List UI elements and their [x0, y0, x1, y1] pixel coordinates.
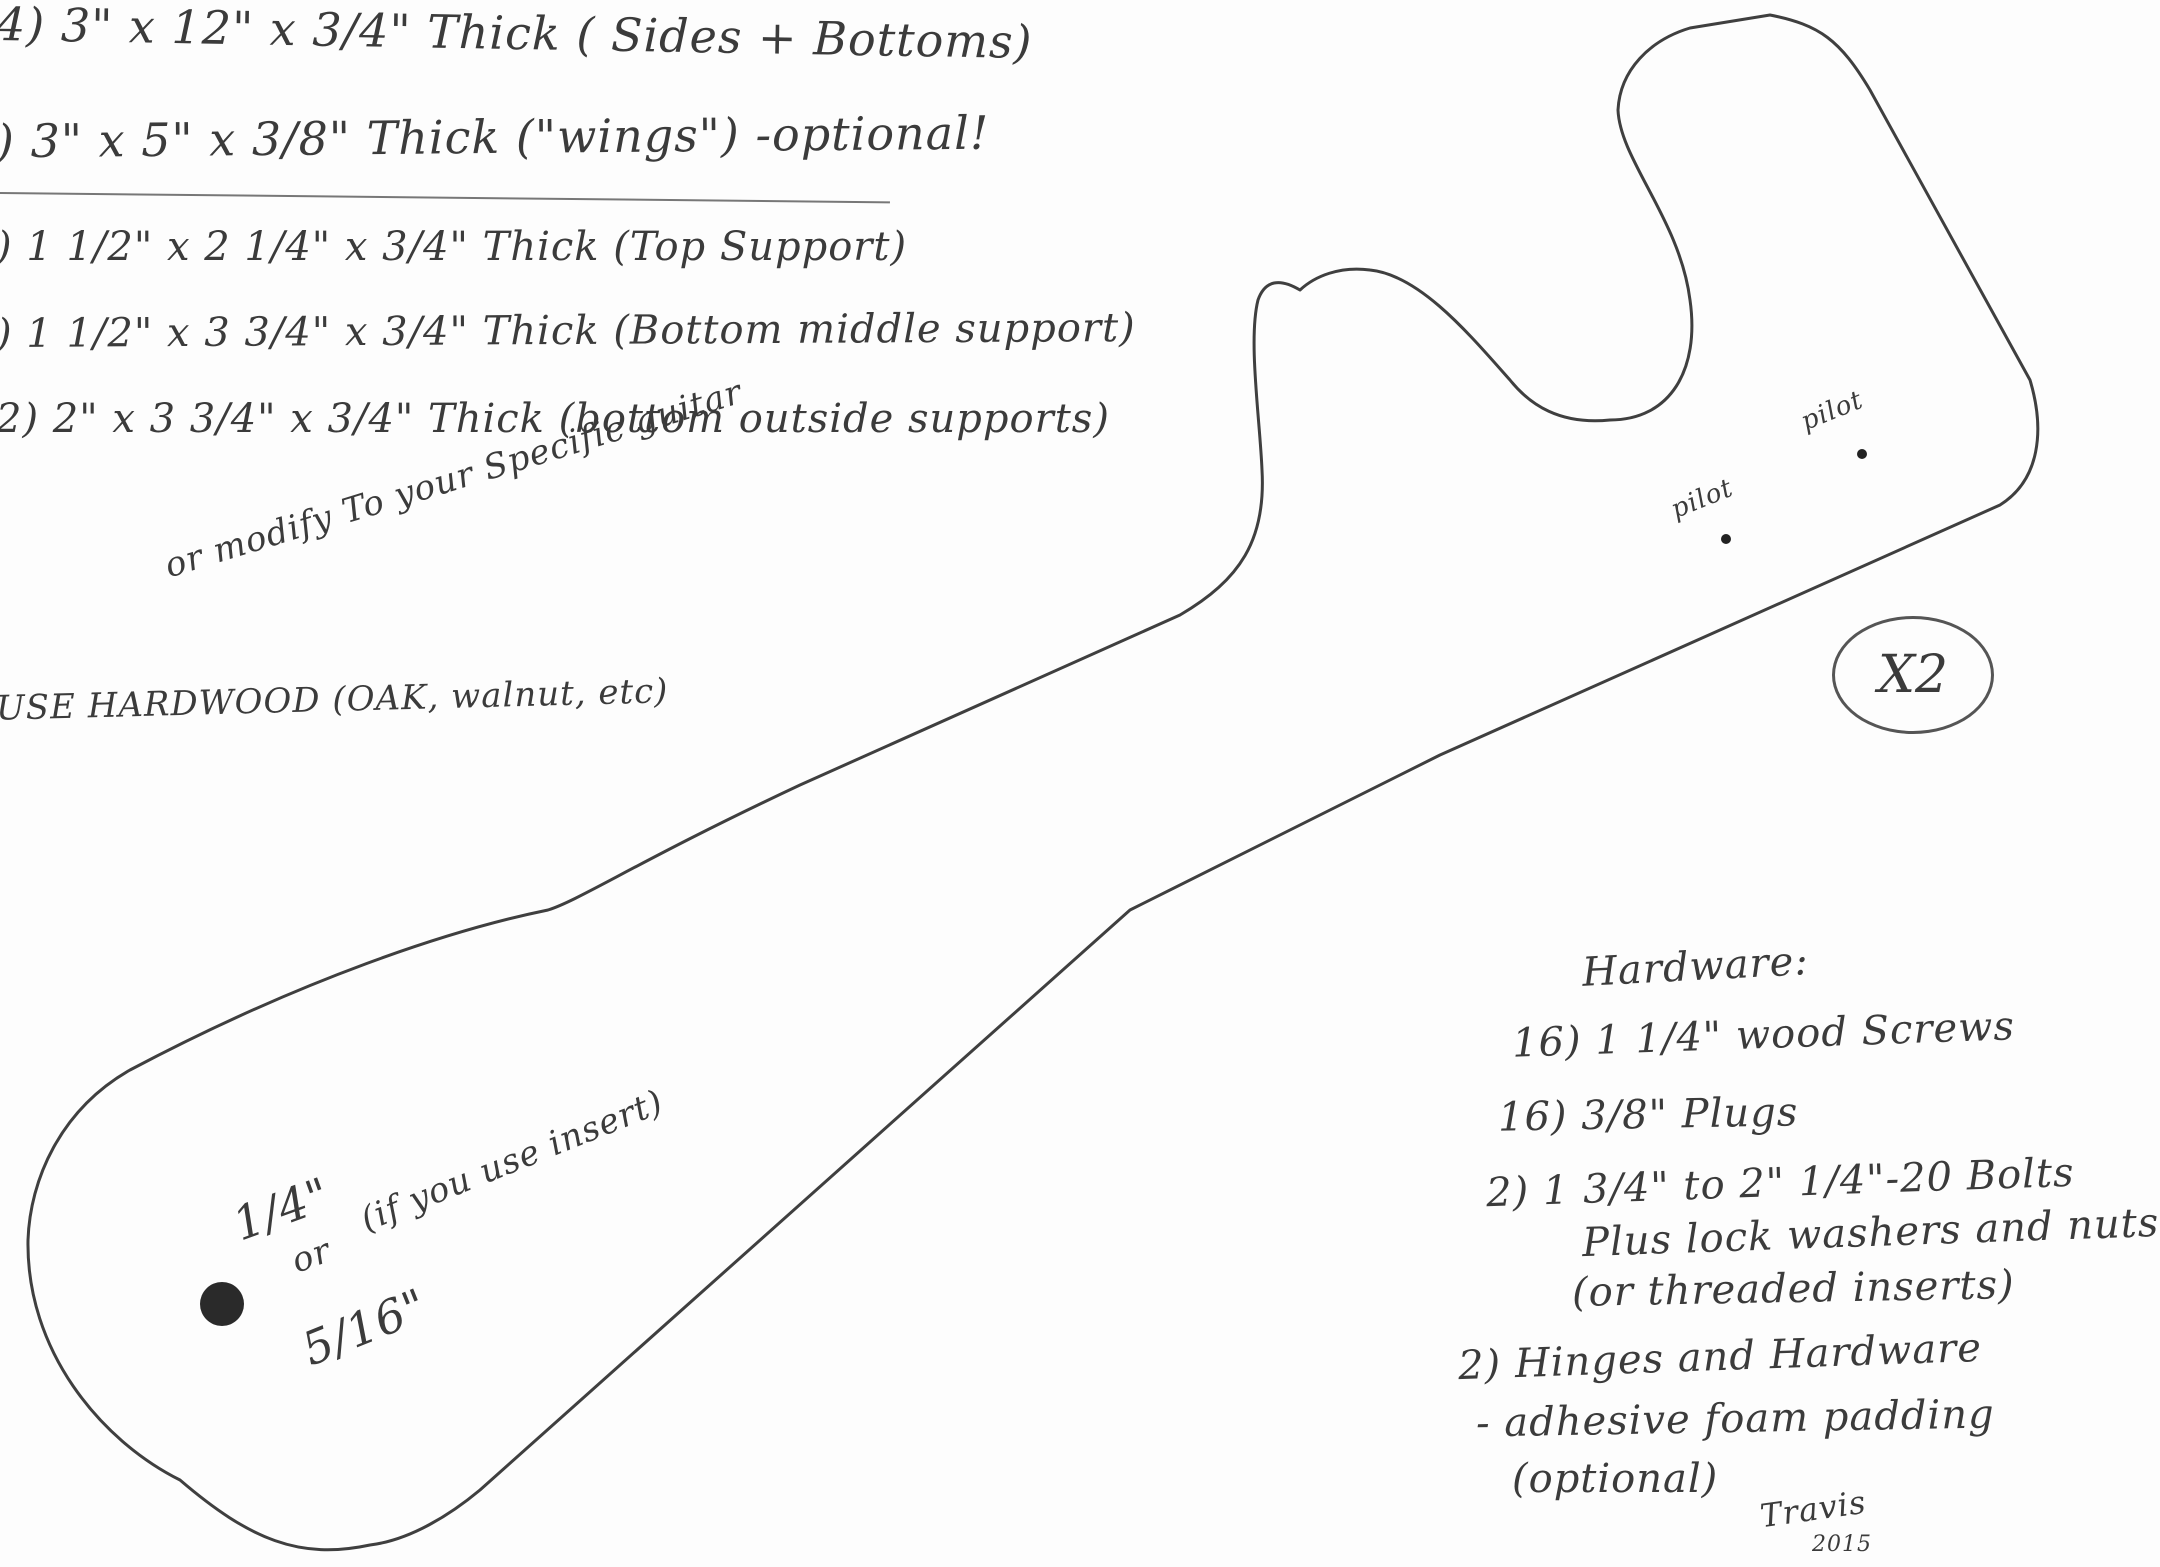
pilot-hole-1	[1721, 534, 1731, 544]
hardware-item-8: (optional)	[1512, 1456, 1719, 1502]
bolt-hole	[200, 1282, 244, 1326]
quantity-badge: X2	[1832, 616, 1994, 734]
hardware-item-2: 16) 3/8" Plugs	[1497, 1089, 1799, 1141]
signature-year: 2015	[1812, 1532, 1872, 1557]
hardware-item-5: (or threaded inserts)	[1571, 1262, 2016, 1316]
pilot-hole-2	[1857, 449, 1867, 459]
parts-line-5-text: 2" x 3 3/4" x 3/4" Thick (bottom outside…	[52, 396, 1110, 442]
parts-line-5-qty: 2)	[0, 396, 40, 442]
parts-line-5: 2) 2" x 3 3/4" x 3/4" Thick (bottom outs…	[0, 396, 1110, 442]
hardware-item-7: - adhesive foam padding	[1475, 1391, 1995, 1447]
parts-line-3-text: 1 1/2" x 2 1/4" x 3/4" Thick (Top Suppor…	[26, 224, 908, 270]
template-outline	[26, 13, 2040, 1552]
parts-line-3-qty: )	[0, 224, 13, 270]
template-drawing	[26, 13, 2040, 1552]
parts-line-3: ) 1 1/2" x 2 1/4" x 3/4" Thick (Top Supp…	[0, 224, 907, 270]
